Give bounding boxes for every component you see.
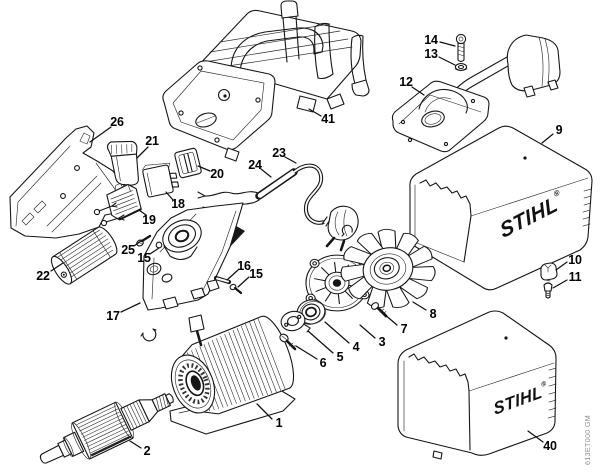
part-label-6: 6 [319,356,327,370]
part-20-insulator [174,147,202,179]
part-14-screw [455,33,467,63]
part-label-18: 18 [171,197,185,211]
part-label-20: 20 [210,167,224,181]
part-17-bearing-plate [142,202,245,311]
part-16-pin [213,275,232,285]
part-label-19: 19 [142,213,156,227]
document-code: 613ET000 GM [583,415,592,465]
registered-mark-cover-40: ® [541,379,548,389]
part-10-cap-nut [540,262,558,282]
part-label-26: 26 [110,115,124,129]
part-label-11: 11 [568,270,582,284]
part-label-13: 13 [424,47,438,61]
part-label-10: 10 [568,253,582,267]
part-6-screw [279,333,297,351]
part-label-22: 22 [36,269,50,283]
part-label-40: 40 [543,439,557,453]
part-2-armature [39,393,174,464]
part-18-module [142,162,180,198]
leader-lines [50,41,568,449]
part-22-capacitor [50,226,118,285]
part-21-switch-trigger [106,140,139,186]
part-label-16: 16 [237,259,251,273]
part-23-power-cord [197,163,359,252]
part-label-17: 17 [106,309,120,323]
part-9-cover: STIHL ® [409,125,593,291]
part-label-24: 24 [248,158,262,172]
part-label-41: 41 [321,112,335,126]
part-label-15-b: 15 [249,267,263,281]
part-19-suppressor [106,182,142,221]
part-15-screw [229,283,243,295]
part-label-14: 14 [424,33,438,47]
part-label-8: 8 [429,307,437,321]
part-label-4: 4 [352,340,360,354]
part-41-housing [162,0,370,162]
retaining-clip [140,224,353,342]
part-label-2: 2 [143,444,151,458]
part-label-5: 5 [336,350,344,364]
part-label-21: 21 [145,134,159,148]
part-label-23: 23 [272,146,286,160]
part-1-stator [169,314,296,435]
part-13-washer [454,63,468,72]
part-label-7: 7 [400,322,408,336]
part-label-3: 3 [378,335,386,349]
part-12-support-bracket [391,34,561,153]
part-11-screw [543,282,553,299]
part-label-9: 9 [555,123,563,137]
part-label-15-a: 15 [137,251,151,265]
part-25-screw [136,234,152,247]
wire-terminals [93,202,125,227]
registered-mark-cover-9: ® [553,188,561,200]
part-label-1: 1 [275,416,283,430]
part-8-fan-wheel [339,228,437,310]
part-label-12: 12 [399,75,413,89]
part-40-cover: STIHL ® [397,310,557,460]
part-label-25: 25 [121,243,135,257]
